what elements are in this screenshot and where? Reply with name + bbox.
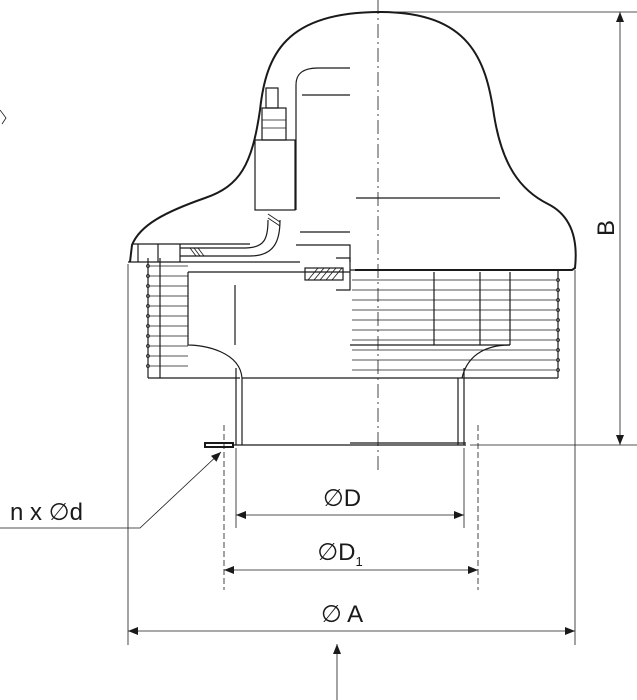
dim-label-b: B: [593, 220, 620, 236]
dim-label-d: ∅D: [323, 485, 361, 512]
dimension-lines: [0, 11, 637, 700]
dim-label-d1: ∅D1: [317, 539, 362, 569]
dim-label-a: ∅ A: [321, 601, 363, 628]
dim-label-holes: n x ∅d: [10, 499, 83, 526]
dim-label-d1-sub: 1: [356, 554, 363, 569]
fan-body: [128, 0, 577, 590]
dim-label-d1-main: ∅D: [317, 539, 355, 566]
hood-outline: [129, 10, 577, 271]
